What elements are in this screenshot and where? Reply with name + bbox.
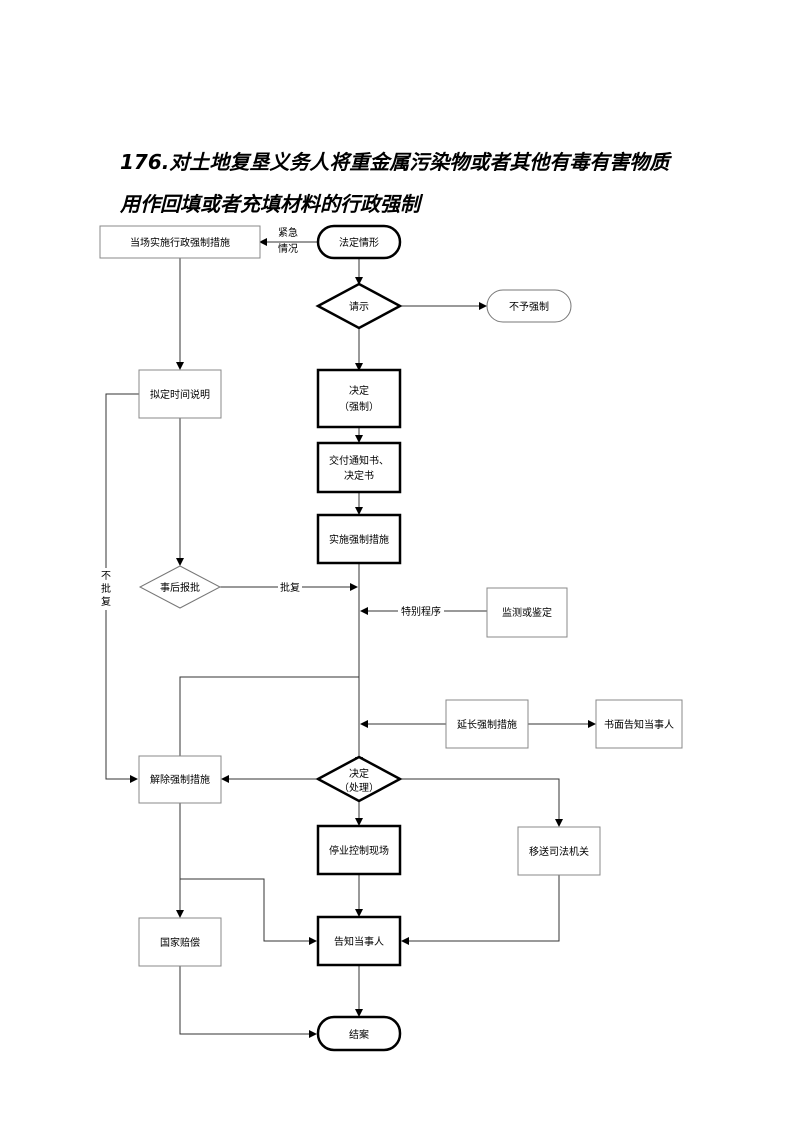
- arrow-loop-release: [176, 676, 359, 765]
- node-on-site: [99, 225, 261, 259]
- node-notify-party-label: 告知当事人: [334, 935, 384, 948]
- node-decide-handle: [315, 755, 403, 803]
- node-request: [315, 282, 403, 330]
- node-release-label: 解除强制措施: [150, 773, 210, 786]
- node-decide-enforce-label-1: 决定: [349, 384, 369, 397]
- node-on-site-label: 当场实施行政强制措施: [130, 236, 230, 249]
- edge-label-not-approve-1: 不: [101, 571, 111, 582]
- node-notify-party: [316, 915, 402, 967]
- node-written-notice-label: 书面告知当事人: [604, 718, 674, 731]
- edge-label-special: 特别程序: [401, 605, 441, 618]
- node-implement-label: 实施强制措施: [329, 533, 389, 546]
- node-legal-case-label: 法定情形: [339, 236, 379, 249]
- node-decide-enforce-label-2: （强制）: [339, 400, 379, 413]
- arrow-to-transfer: [400, 778, 563, 827]
- node-legal-case: [316, 224, 402, 260]
- node-extend-label: 延长强制措施: [457, 718, 517, 731]
- node-release: [138, 755, 222, 804]
- node-deliver-label-1: 交付通知书、: [329, 454, 389, 467]
- node-deliver-label-2: 决定书: [344, 469, 374, 482]
- page-title-line-2: 用作回填或者充填材料的行政强制: [120, 192, 420, 216]
- edge-label-urgent-1: 紧急: [278, 226, 298, 239]
- node-stop-control: [316, 824, 402, 876]
- edge-label-approve: 批复: [280, 581, 300, 594]
- arrow-release-to-notify: [180, 878, 317, 945]
- node-monitor: [486, 587, 568, 638]
- node-decide-handle-label-2: （处理）: [339, 782, 379, 794]
- node-compensation: [138, 917, 222, 967]
- node-written-notice: [595, 699, 683, 749]
- node-decide-handle-label-1: 决定: [349, 767, 369, 780]
- node-request-label: 请示: [349, 300, 369, 313]
- node-deliver: [316, 441, 402, 494]
- edge-label-not-approve-3: 复: [101, 595, 111, 608]
- node-extend: [445, 699, 529, 749]
- node-close-case-label: 结案: [349, 1028, 369, 1041]
- node-no-enforce-label: 不予强制: [509, 300, 549, 313]
- arrow-transfer-to-notify: [401, 875, 560, 945]
- node-compensation-label: 国家赔偿: [160, 936, 200, 949]
- node-transfer: [517, 826, 601, 876]
- connectors: [105, 238, 596, 1038]
- node-close-case: [316, 1015, 402, 1052]
- node-implement: [316, 513, 402, 565]
- node-decide-enforce: [316, 368, 402, 429]
- edge-label-urgent-2: 情况: [278, 242, 298, 255]
- node-post-approval: [138, 565, 222, 609]
- node-no-enforce: [486, 289, 572, 323]
- edge-label-not-approve-2: 批: [101, 582, 111, 595]
- node-monitor-label: 监测或鉴定: [502, 606, 552, 619]
- node-post-approval-label: 事后报批: [160, 581, 200, 594]
- page-title-line-1: 176.对土地复垦义务人将重金属污染物或者其他有毒有害物质: [120, 150, 670, 174]
- node-draft-explain-label: 拟定时间说明: [150, 388, 210, 401]
- node-draft-explain: [138, 369, 222, 419]
- node-transfer-label: 移送司法机关: [529, 845, 589, 858]
- node-stop-control-label: 停业控制现场: [329, 844, 389, 857]
- arrow-compensation-to-close: [179, 966, 317, 1038]
